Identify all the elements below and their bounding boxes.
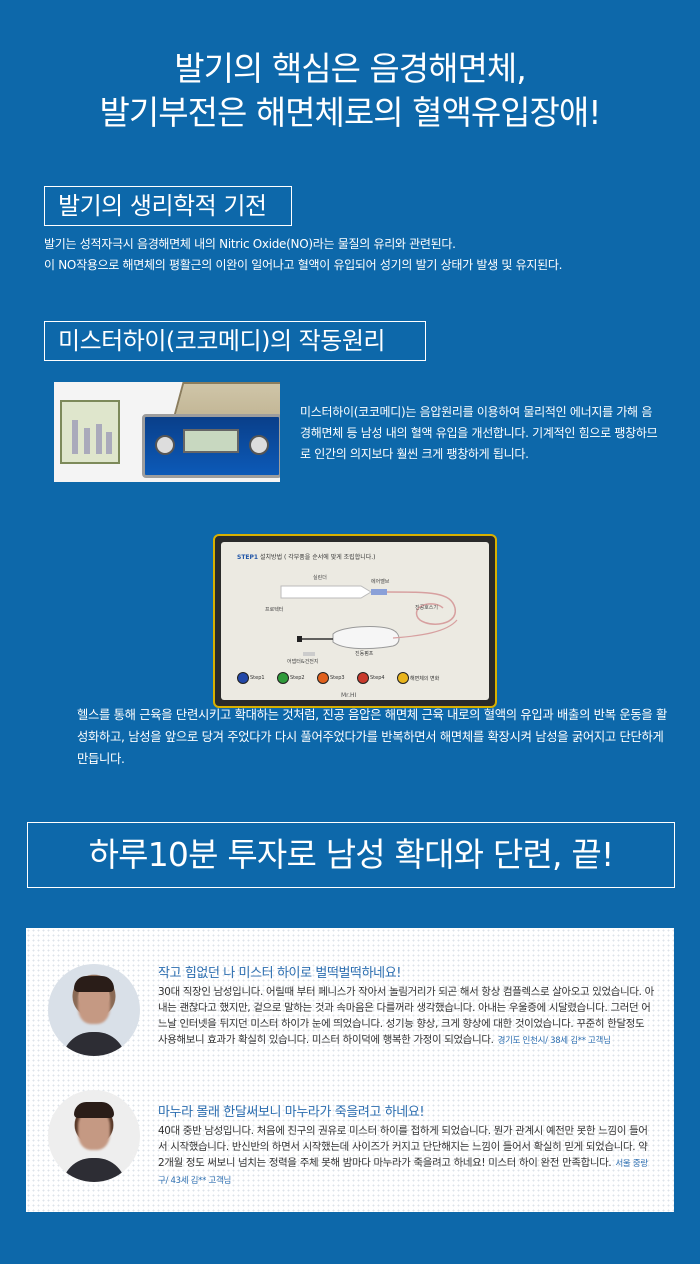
step1-label: Step1 — [250, 675, 265, 681]
explanation-text: 헬스를 통해 근육을 단련시키고 확대하는 것처럼, 진공 음압은 해면체 근육… — [77, 708, 667, 766]
review-title-2: 마누라 몰래 한달써보니 마누라가 죽을려고 하네요! — [158, 1105, 425, 1120]
step2-label: Step2 — [290, 675, 305, 681]
label-vacuum-hose: 진공호스기 — [415, 605, 439, 611]
principle-text: 미스터하이(코코메디)는 음압원리를 이용하여 물리적인 에너지를 가해 음경해… — [300, 405, 658, 461]
change-label: 해면체의 변화 — [410, 676, 440, 682]
diagram-drawing — [280, 585, 458, 656]
step4-ball — [357, 672, 369, 684]
review-body-1: 30대 직장인 남성입니다. 어릴때 부터 페니스가 작아서 놀림거리가 되곤 … — [158, 984, 654, 1049]
case-body — [142, 414, 280, 478]
promo-banner: 하루10분 투자로 남성 확대와 단련, 끝! — [27, 822, 675, 888]
label-air-valve: 에어벨브 — [371, 579, 390, 585]
review-text-1: 30대 직장인 남성입니다. 어릴때 부터 페니스가 작아서 놀림거리가 되곤 … — [158, 986, 654, 1046]
step3-ball — [317, 672, 329, 684]
review-body-2: 40대 중반 남성입니다. 처음에 친구의 권유로 미스터 하이를 접하게 되었… — [158, 1123, 654, 1189]
label-vacuum-pump: 진동펌프 — [355, 651, 374, 657]
device-screen — [183, 429, 239, 453]
reviewer-avatar-1 — [48, 964, 140, 1056]
step3-label: Step3 — [330, 675, 345, 681]
change-ball — [397, 672, 409, 684]
section-title-physiology: 발기의 생리학적 기전 — [44, 186, 292, 226]
label-cylinder: 실린더 — [313, 575, 327, 581]
headline-line-1: 발기의 핵심은 음경해면체, — [174, 49, 526, 88]
review-author-2: 서울 중랑구/ 43세 김** 고객님 — [158, 1159, 648, 1186]
physiology-text: 발기는 성적자극시 음경해면체 내의 Nitric Oxide(NO)라는 물질… — [44, 234, 684, 276]
step4-label: Step4 — [370, 675, 385, 681]
review-title-1: 작고 힘없던 나 미스터 하이로 벌떡벌떡하네요! — [158, 966, 402, 981]
reviews-panel: 작고 힘없던 나 미스터 하이로 벌떡벌떡하네요! 30대 직장인 남성입니다.… — [26, 928, 674, 1212]
label-protector: 프로텍터 — [265, 607, 284, 613]
step2-ball — [277, 672, 289, 684]
step1-ball — [237, 672, 249, 684]
physiology-line-2: 이 NO작용으로 해면체의 평활근의 이완이 일어나고 혈액이 유입되어 성기의… — [44, 258, 563, 272]
review-author-1: 경기도 인천시/ 38세 김** 고객님 — [497, 1036, 611, 1046]
product-photo — [54, 382, 280, 482]
label-adapter: 어댑터&건전지 — [287, 659, 319, 665]
review-text-2: 40대 중반 남성입니다. 처음에 친구의 권유로 미스터 하이를 접하게 되었… — [158, 1125, 648, 1169]
assembly-diagram: STEP1 설치방법 ( 각부품을 순서에 맞게 조립합니다.) 실린더 프로텍… — [213, 534, 497, 708]
headline-line-2: 발기부전은 해면체로의 혈액유입장애! — [99, 93, 602, 132]
section-title-principle: 미스터하이(코코메디)의 작동원리 — [44, 321, 426, 361]
manual-image — [60, 400, 120, 464]
diagram-step-title: STEP1 설치방법 ( 각부품을 순서에 맞게 조립합니다.) — [237, 554, 376, 561]
reviewer-avatar-2 — [48, 1090, 140, 1182]
physiology-line-1: 발기는 성적자극시 음경해면체 내의 Nitric Oxide(NO)라는 물질… — [44, 237, 456, 251]
brand-label: Mr.HI — [341, 692, 357, 699]
